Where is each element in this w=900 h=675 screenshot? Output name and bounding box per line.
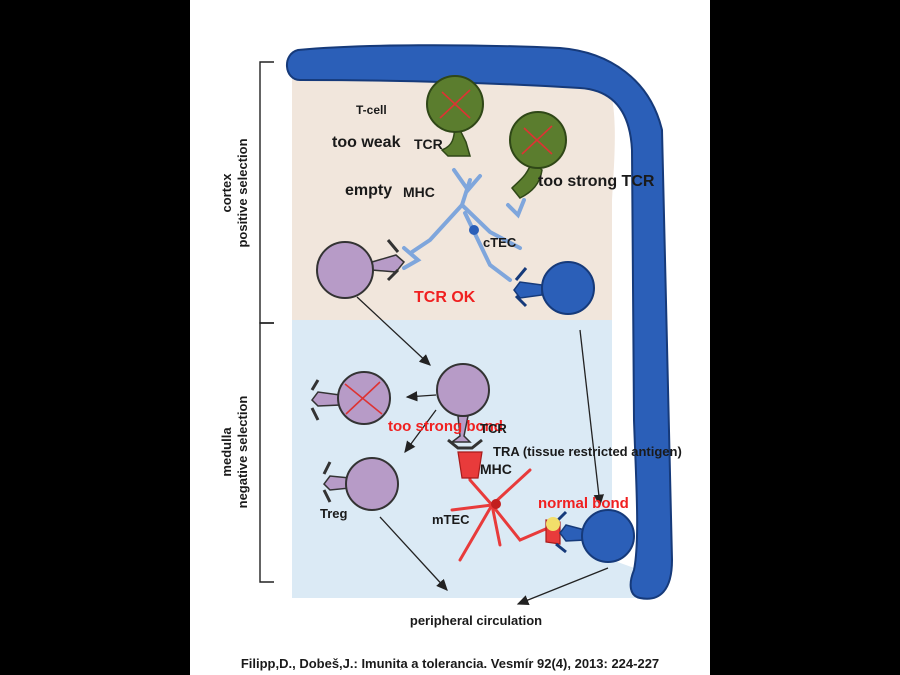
- label-medulla: medulla: [219, 427, 234, 477]
- label-too-weak: too weak: [332, 134, 401, 151]
- t-cell-too-strong: [509, 111, 567, 199]
- cortex-bracket: [259, 61, 274, 324]
- ctec-nucleus: [469, 225, 479, 235]
- label-tcr-2: TCR: [480, 421, 507, 436]
- citation: Filipp,D., Dobeš,J.: Imunita a toleranci…: [241, 656, 659, 671]
- label-mtec: mTEC: [432, 512, 470, 527]
- ctec-cell: [402, 168, 526, 282]
- label-tcr-1: TCR: [414, 136, 443, 152]
- mhc-red: [457, 451, 483, 479]
- treg-cell: [322, 457, 399, 511]
- mtec-nucleus: [491, 499, 501, 509]
- t-cell-normal-bond: [554, 509, 635, 563]
- label-too-strong-bond: too strong bond: [388, 418, 503, 435]
- t-cell-too-weak: [426, 75, 484, 157]
- t-cell-medulla-center: [436, 363, 490, 450]
- label-negative-selection: negative selection: [235, 396, 250, 509]
- label-tra: TRA (tissue restricted antigen): [493, 444, 682, 459]
- selection-arrows: [356, 296, 609, 605]
- label-ctec: cTEC: [483, 235, 517, 250]
- label-cortex: cortex: [219, 173, 234, 213]
- label-too-strong-tcr: too strong TCR: [538, 173, 655, 190]
- label-mhc-1: MHC: [403, 184, 435, 200]
- medulla-bracket: [259, 322, 274, 583]
- t-cell-positive-ok-blue: [513, 261, 595, 315]
- label-mhc-2: MHC: [480, 461, 512, 477]
- label-treg: Treg: [320, 506, 348, 521]
- thymus-capsule: [286, 44, 674, 600]
- t-cell-deleted: [310, 371, 391, 425]
- label-tcr-ok: TCR OK: [414, 289, 476, 306]
- label-t-cell: T-cell: [356, 103, 387, 117]
- label-empty: empty: [345, 182, 392, 199]
- t-cell-positive-ok: [316, 239, 406, 299]
- antigen-dot: [546, 517, 560, 531]
- label-peripheral-circulation: peripheral circulation: [410, 613, 542, 628]
- label-positive-selection: positive selection: [235, 138, 250, 247]
- label-normal-bond: normal bond: [538, 495, 629, 512]
